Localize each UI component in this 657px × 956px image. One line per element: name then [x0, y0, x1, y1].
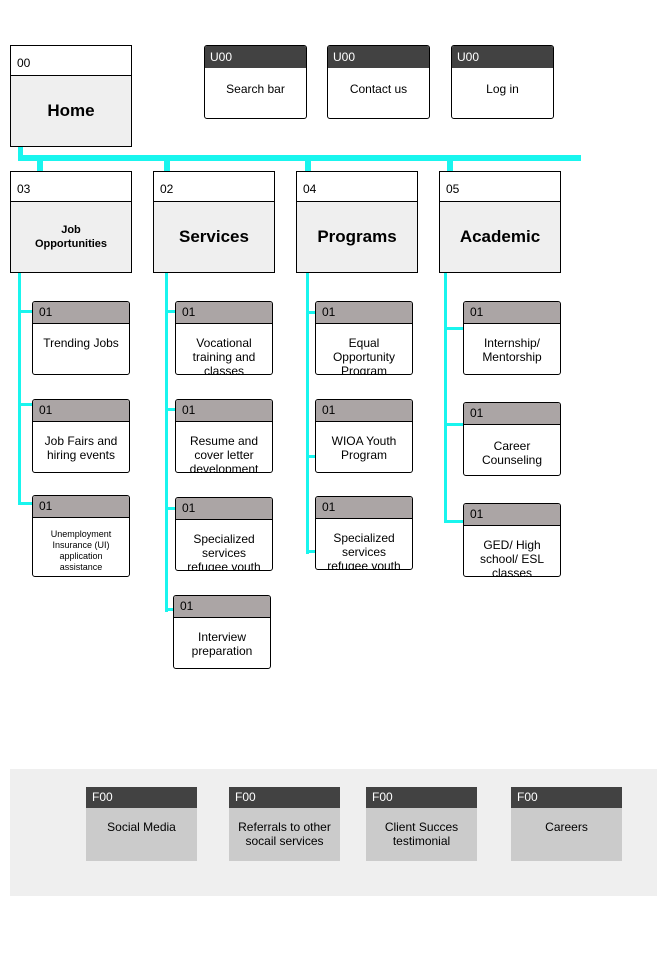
subpage-card-trending-jobs[interactable]: 01 Trending Jobs: [32, 301, 130, 375]
subpage-card-vocational-training[interactable]: 01 Vocational training and classes: [175, 301, 273, 375]
subpage-code: 01: [33, 496, 129, 518]
subpage-card-equal-opportunity[interactable]: 01 Equal Opportunity Program: [315, 301, 413, 375]
section-code: 02: [160, 182, 174, 196]
footer-card-social-media[interactable]: F00 Social Media: [86, 787, 197, 861]
subpage-label: Internship/ Mentorship: [482, 336, 542, 364]
tree-branch-services-4: [165, 608, 174, 611]
tree-line-academic: [444, 272, 447, 523]
tree-branch-services-3: [165, 507, 176, 510]
home-card[interactable]: 00 Home: [10, 45, 132, 147]
subpage-label: Vocational training and classes: [192, 336, 256, 375]
tree-branch-academic-2: [444, 423, 464, 426]
section-code: 03: [17, 182, 31, 196]
utility-label: Contact us: [349, 82, 408, 96]
footer-code: F00: [366, 787, 477, 808]
subpage-card-specialized-services[interactable]: 01 Specialized services refugee youth: [175, 497, 273, 571]
tree-branch-job-3: [18, 502, 33, 505]
utility-card-contact-us[interactable]: U00 Contact us: [327, 45, 430, 119]
section-label: Job Opportunities: [11, 201, 131, 272]
subpage-label: Interview preparation: [191, 630, 253, 658]
footer-code: F00: [511, 787, 622, 808]
footer-label: Careers: [545, 820, 588, 834]
footer-label: Referrals to other socail services: [238, 820, 331, 848]
subpage-code: 01: [316, 497, 412, 519]
tree-line-job: [18, 272, 21, 505]
subpage-code: 01: [464, 504, 560, 526]
section-connector-services: [164, 158, 170, 172]
section-connector-job: [37, 158, 43, 172]
subpage-code: 01: [33, 302, 129, 324]
tree-branch-academic-3: [444, 520, 464, 523]
tree-line-programs: [306, 272, 309, 554]
tree-branch-job-2: [18, 403, 33, 406]
main-horizontal-connector: [18, 155, 581, 161]
section-card-academic[interactable]: 05 Academic: [439, 171, 561, 273]
subpage-label: Job Fairs and hiring events: [44, 434, 118, 462]
subpage-card-specialized-services-programs[interactable]: 01 Specialized services refugee youth: [315, 496, 413, 570]
subpage-card-career-counseling[interactable]: 01 Career Counseling: [463, 402, 561, 476]
subpage-label: WIOA Youth Program: [331, 434, 397, 462]
footer-code: F00: [229, 787, 340, 808]
subpage-label: Unemployment Insurance (UI) application …: [50, 529, 112, 572]
utility-code: U00: [328, 46, 429, 68]
section-card-programs[interactable]: 04 Programs: [296, 171, 418, 273]
section-card-job-opportunities[interactable]: 03 Job Opportunities: [10, 171, 132, 273]
tree-branch-job-1: [18, 310, 33, 313]
subpage-card-resume-cover-letter[interactable]: 01 Resume and cover letter development: [175, 399, 273, 473]
utility-code: U00: [452, 46, 553, 68]
footer-card-careers[interactable]: F00 Careers: [511, 787, 622, 861]
section-label: Programs: [297, 201, 417, 272]
tree-branch-programs-2: [306, 455, 316, 458]
subpage-card-wioa-youth[interactable]: 01 WIOA Youth Program: [315, 399, 413, 473]
subpage-label: Equal Opportunity Program: [332, 336, 396, 375]
subpage-card-job-fairs[interactable]: 01 Job Fairs and hiring events: [32, 399, 130, 473]
subpage-code: 01: [176, 498, 272, 520]
subpage-label: Trending Jobs: [43, 336, 119, 350]
subpage-label: Resume and cover letter development: [189, 434, 259, 473]
section-connector-programs: [305, 158, 311, 172]
subpage-label: Specialized services refugee youth: [327, 531, 401, 570]
tree-branch-programs-3: [306, 550, 316, 553]
utility-card-log-in[interactable]: U00 Log in: [451, 45, 554, 119]
utility-label: Log in: [486, 82, 519, 96]
home-code: 00: [17, 56, 31, 70]
subpage-card-unemployment-insurance[interactable]: 01 Unemployment Insurance (UI) applicati…: [32, 495, 130, 577]
tree-branch-services-2: [165, 408, 176, 411]
home-connector: [18, 146, 23, 158]
section-code: 04: [303, 182, 317, 196]
section-connector-academic: [447, 158, 453, 172]
footer-card-referrals[interactable]: F00 Referrals to other socail services: [229, 787, 340, 861]
footer-label: Social Media: [107, 820, 176, 834]
subpage-code: 01: [464, 302, 560, 324]
tree-branch-academic-1: [444, 327, 464, 330]
section-label: Services: [154, 201, 274, 272]
tree-line-services: [165, 272, 168, 612]
section-code: 05: [446, 182, 460, 196]
subpage-code: 01: [176, 400, 272, 422]
subpage-code: 01: [464, 403, 560, 425]
subpage-label: Specialized services refugee youth: [187, 532, 261, 571]
home-label: Home: [11, 75, 131, 146]
footer-code: F00: [86, 787, 197, 808]
utility-code: U00: [205, 46, 306, 68]
subpage-card-ged-high-school-esl[interactable]: 01 GED/ High school/ ESL classes: [463, 503, 561, 577]
footer-card-client-testimonial[interactable]: F00 Client Succes testimonial: [366, 787, 477, 861]
subpage-label: GED/ High school/ ESL classes: [479, 538, 545, 577]
section-label: Academic: [440, 201, 560, 272]
subpage-label: Career Counseling: [481, 439, 543, 467]
subpage-card-interview-preparation[interactable]: 01 Interview preparation: [173, 595, 271, 669]
footer-label: Client Succes testimonial: [384, 820, 459, 848]
tree-branch-services-1: [165, 310, 176, 313]
subpage-code: 01: [33, 400, 129, 422]
section-card-services[interactable]: 02 Services: [153, 171, 275, 273]
subpage-code: 01: [176, 302, 272, 324]
utility-label: Search bar: [226, 82, 285, 96]
subpage-code: 01: [316, 400, 412, 422]
subpage-code: 01: [316, 302, 412, 324]
tree-branch-programs-1: [306, 311, 316, 314]
subpage-code: 01: [174, 596, 270, 618]
utility-card-search-bar[interactable]: U00 Search bar: [204, 45, 307, 119]
subpage-card-internship-mentorship[interactable]: 01 Internship/ Mentorship: [463, 301, 561, 375]
